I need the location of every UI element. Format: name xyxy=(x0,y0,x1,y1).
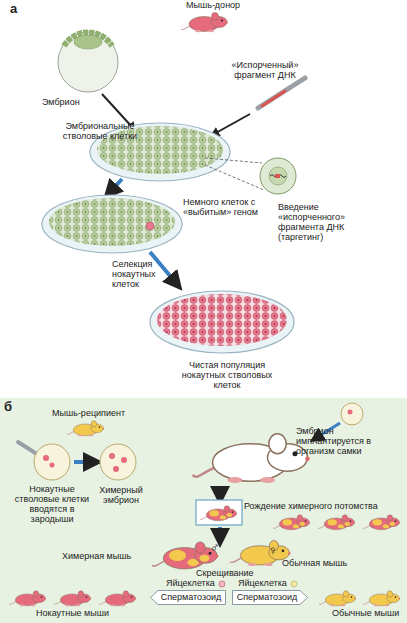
chimeric-pup xyxy=(273,515,310,530)
chimeric-cell xyxy=(121,457,127,463)
leader-line xyxy=(205,165,264,190)
blue-arrow xyxy=(218,527,222,538)
highlight-box xyxy=(196,500,242,525)
chimeric-cell xyxy=(113,466,119,472)
knockout-mouse xyxy=(54,591,91,607)
chimeric-embryo xyxy=(100,444,136,480)
blastocyst xyxy=(58,32,118,92)
petri-dish xyxy=(42,195,182,253)
annotation: Эмбрион имплантируется в организм самки xyxy=(296,426,378,456)
normal-mouse xyxy=(363,591,400,607)
annotation: Нокаутные мыши xyxy=(36,608,126,618)
pipette xyxy=(258,78,305,108)
petri-dish xyxy=(150,291,294,353)
donor-mouse xyxy=(181,13,228,33)
annotation: Селекция нокаутных клеток xyxy=(112,259,172,289)
annotation: Яйцеклетка xyxy=(166,578,221,588)
annotation: Скрещивание xyxy=(196,568,266,578)
annotation: Химерная мышь xyxy=(62,551,152,561)
sex-symbol: ♂ xyxy=(210,541,224,555)
injected-cell xyxy=(50,463,55,468)
blue-arrow xyxy=(218,486,222,496)
normal-mouse xyxy=(319,591,356,607)
annotation: Химерный эмбрион xyxy=(96,485,146,505)
dna-insert xyxy=(275,174,280,178)
blue-arrow xyxy=(110,179,122,192)
annotation: Мышь-донор xyxy=(186,0,256,10)
chimeric-pup xyxy=(318,515,355,530)
annotation: Введение «испорченного» фрагмента ДНК (т… xyxy=(278,202,350,242)
blue-arrow xyxy=(74,460,93,464)
inner-cell-mass xyxy=(74,35,102,49)
egg-cell xyxy=(219,581,225,587)
box-text: Сперматозоид xyxy=(150,592,226,603)
annotation: Обычные мыши xyxy=(332,608,407,618)
box-text: Сперматозоид xyxy=(232,592,308,603)
arrow-box-shape xyxy=(233,591,308,605)
injected-cell xyxy=(43,455,49,461)
annotation: Эмбриональные стволовые клетки xyxy=(52,121,148,141)
dna-fragment xyxy=(262,91,285,106)
panel-letter: а xyxy=(10,2,24,16)
panel-background xyxy=(0,398,407,623)
cell-culture xyxy=(49,198,175,246)
arrow-box-shape xyxy=(151,591,226,605)
cell-culture xyxy=(157,294,287,346)
annotation: Яйцеклетка xyxy=(238,578,293,588)
annotation: Рождение химерного потомства xyxy=(244,501,394,511)
chimeric-pup xyxy=(363,515,400,530)
chimeric-pup xyxy=(200,506,237,521)
annotation: Немного клеток с «выбитым» геном xyxy=(183,197,275,217)
cell-nucleus xyxy=(269,167,287,185)
normal-female xyxy=(230,541,291,566)
arrow xyxy=(214,114,250,134)
embryo xyxy=(341,403,363,425)
egg-cell xyxy=(291,581,297,587)
annotation: Эмбрион xyxy=(42,97,102,107)
knockout-mouse xyxy=(9,591,46,607)
chimeric-cell xyxy=(348,410,353,415)
enlarged-cell xyxy=(260,158,296,194)
annotation: «Испорченный» фрагмент ДНК xyxy=(222,60,308,80)
arrow-box: Сперматозоид xyxy=(232,590,308,605)
annotation: Мышь-реципиент xyxy=(52,408,142,418)
knockout-mouse xyxy=(99,591,136,607)
annotation: Чистая популяция нокаутных стволовых кле… xyxy=(172,360,282,390)
female-mouse xyxy=(193,434,310,483)
leader-line xyxy=(205,158,262,163)
annotation: Нокаутные стволовые клетки вводятся в за… xyxy=(14,484,90,524)
recipient-mouse xyxy=(67,421,104,437)
dna-insert xyxy=(270,175,286,178)
arrow-box: Сперматозоид xyxy=(150,590,226,605)
chimeric-male xyxy=(152,542,218,569)
chimeric-cell xyxy=(109,453,115,459)
annotation: Обычная мышь xyxy=(282,558,372,568)
sex-symbol: ♀ xyxy=(268,544,282,558)
embryo xyxy=(34,444,70,480)
panel-letter: б xyxy=(4,400,18,414)
knockout-cell xyxy=(146,222,154,230)
